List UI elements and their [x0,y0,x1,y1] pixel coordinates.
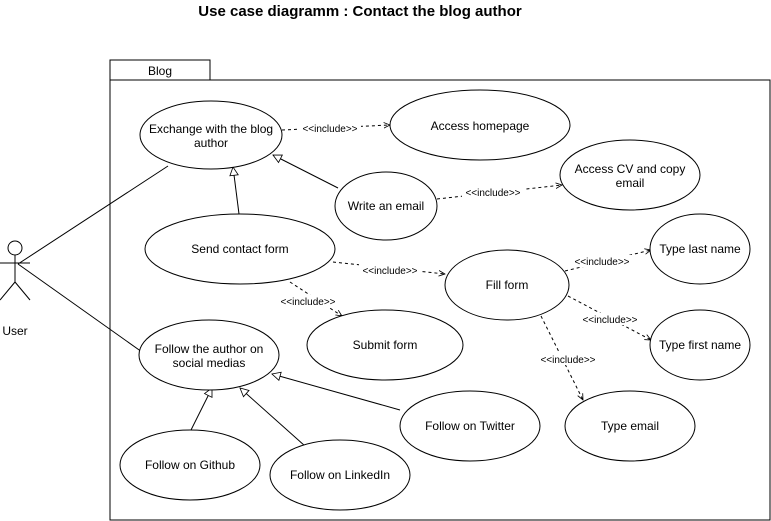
include-fill-email [540,315,583,400]
usecase-send-contact-form: Send contact form [144,213,336,285]
association-user-follow [17,263,143,353]
actor-user: User [0,240,31,338]
svg-text:<<include>>: <<include>> [574,257,629,268]
association-user-exchange [17,165,169,265]
usecase-label: Follow on Twitter [425,419,515,433]
usecase-follow-linkedin: Follow on LinkedIn [269,439,411,511]
usecase-submit-form: Submit form [306,309,464,381]
svg-text:<<include>>: <<include>> [280,297,335,308]
usecase-fill-form: Fill form [444,249,570,321]
usecase-label: Follow on LinkedIn [290,468,390,482]
usecase-label: author [194,136,228,150]
usecase-label: Access homepage [431,119,530,133]
include-label-fill-email: <<include>> [537,353,599,366]
usecase-label: Type email [601,419,659,433]
usecase-label: Exchange with the blog [149,122,273,136]
actor-head-icon [7,240,23,256]
usecase-type-email: Type email [564,390,696,462]
usecase-exchange-with-author: Exchange with the blog author [139,100,283,170]
usecase-label: social medias [173,356,246,370]
usecase-follow-github: Follow on Github [119,429,261,501]
svg-text:<<include>>: <<include>> [302,124,357,135]
svg-text:<<include>>: <<include>> [540,355,595,366]
usecase-label: email [616,176,645,190]
include-label-fill-first: <<include>> [579,313,641,326]
generalization-github-follow [189,388,213,433]
usecase-label: Follow on Github [145,458,235,472]
usecase-follow-social-medias: Follow the author on social medias [138,319,280,391]
actor-label: User [2,324,27,338]
usecase-access-cv: Access CV and copy email [559,139,701,211]
usecase-label: Type first name [659,338,741,352]
usecase-label: Submit form [353,338,418,352]
usecase-label: Type last name [659,242,741,256]
usecase-label: Write an email [348,199,424,213]
usecase-label: Fill form [486,278,529,292]
usecase-type-first-name: Type first name [649,309,751,381]
include-label-exchange-homepage: <<include>> [299,122,361,135]
generalization-linkedin-follow [240,388,306,447]
diagram-title: Use case diagramm : Contact the blog aut… [198,3,522,20]
generalization-send-exchange [233,167,240,215]
usecase-label: Send contact form [191,242,288,256]
usecase-label: Access CV and copy [575,162,686,176]
usecase-type-last-name: Type last name [649,213,751,285]
include-fill-first [567,295,651,340]
usecase-follow-twitter: Follow on Twitter [399,390,541,462]
usecase-write-email: Write an email [334,171,438,241]
generalization-write-exchange [273,154,339,189]
svg-text:<<include>>: <<include>> [465,188,520,199]
generalization-twitter-follow [272,374,401,411]
include-label-write-cv: <<include>> [462,186,524,199]
svg-text:<<include>>: <<include>> [362,266,417,277]
svg-text:<<include>>: <<include>> [582,315,637,326]
include-label-send-fill: <<include>> [359,264,421,277]
include-label-fill-last: <<include>> [571,255,633,268]
usecase-access-homepage: Access homepage [389,89,571,161]
include-label-send-submit: <<include>> [277,295,339,308]
package-label: Blog [148,64,172,78]
usecase-label: Follow the author on [155,342,264,356]
